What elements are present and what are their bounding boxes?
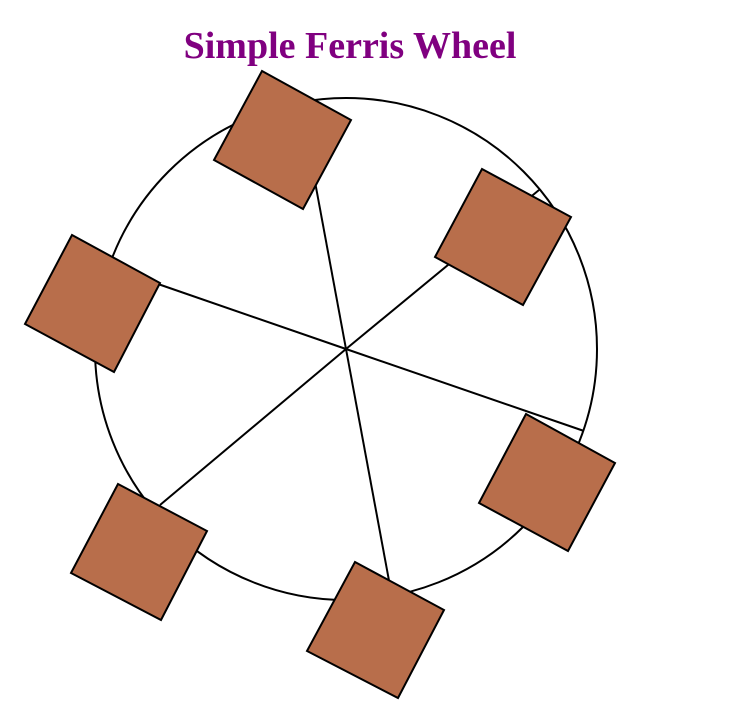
cabin-3 [477,412,617,553]
spoke-6 [157,283,347,350]
spoke-5 [159,348,347,506]
spoke-1 [312,170,347,350]
spoke-4 [345,348,391,587]
cabin-5 [69,482,209,622]
spoke-3 [345,348,585,432]
cabin-2 [433,167,573,307]
cabin-1 [212,69,353,211]
cabin-4 [305,560,446,700]
cabins [23,69,617,700]
cabin-6 [23,233,162,374]
diagram-title: Simple Ferris Wheel [183,25,517,67]
